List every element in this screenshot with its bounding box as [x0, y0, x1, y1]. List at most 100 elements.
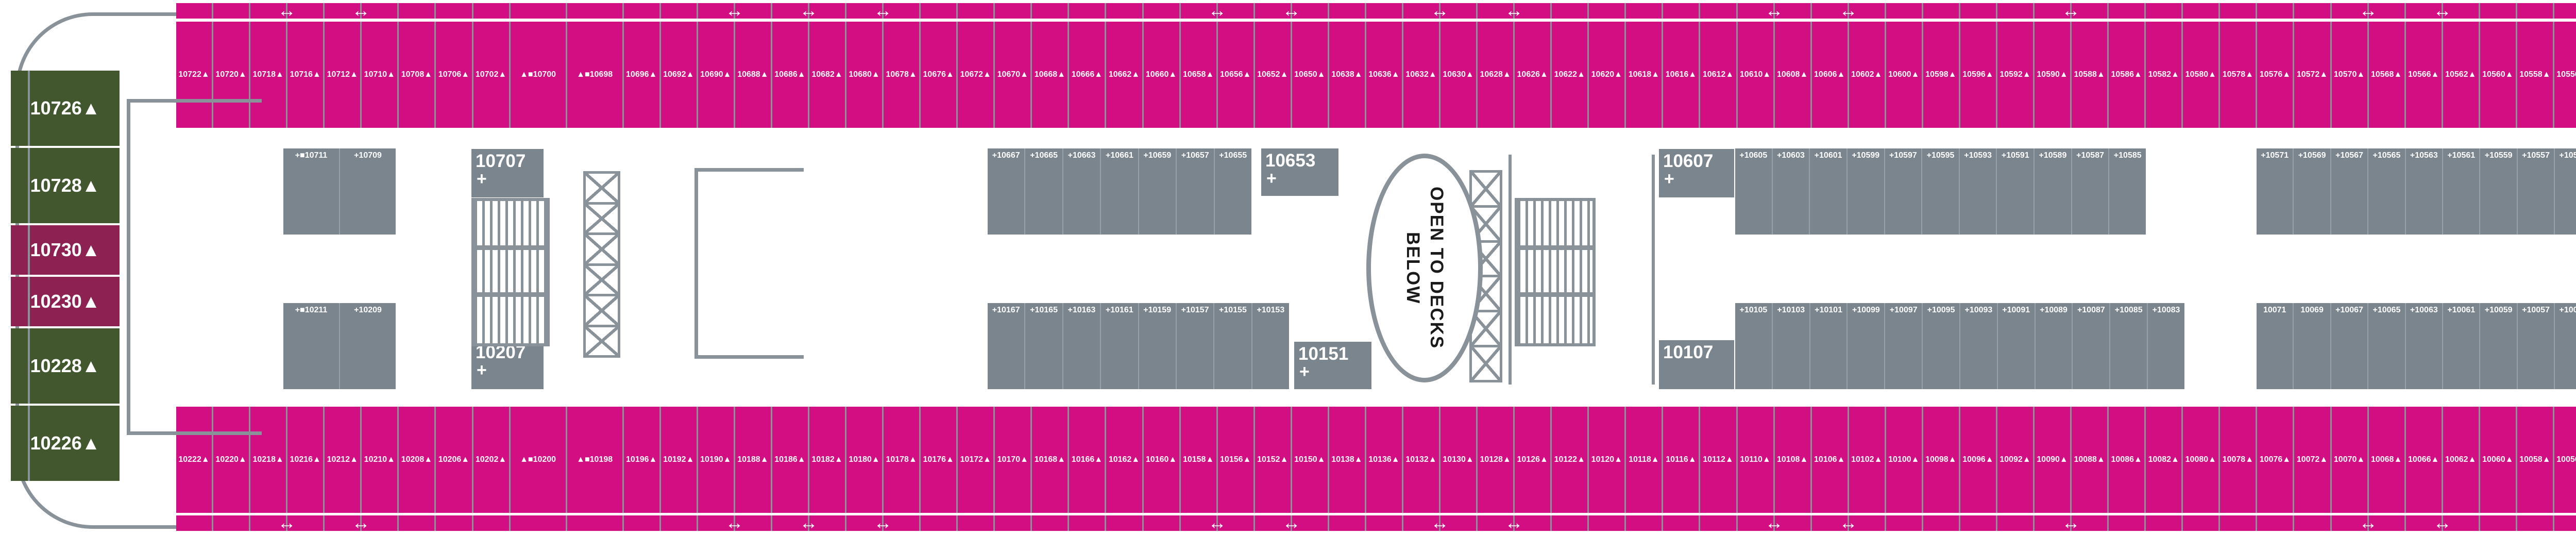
cabin-cell[interactable]: 10176▲ [921, 407, 957, 513]
cabin-cell[interactable]: 10728▲ [11, 148, 120, 223]
inside-cabin-cell[interactable]: +10161 [1101, 303, 1138, 389]
cabin-cell[interactable]: 10188▲ [735, 407, 771, 513]
cabin-cell[interactable]: 10056▲ [2554, 407, 2576, 513]
inside-cabin-cell[interactable]: +10099 [1848, 303, 1885, 389]
inside-cabin-cell[interactable]: +10065 [2368, 303, 2405, 389]
inside-cabin-cell[interactable]: +10599 [1847, 148, 1884, 235]
inside-cabin-cell[interactable]: +10663 [1063, 148, 1100, 235]
inside-cabin-cell[interactable]: +10165 [1025, 303, 1062, 389]
cabin-cell[interactable]: 10578▲ [2220, 22, 2256, 128]
cabin-cell[interactable]: 10572▲ [2294, 22, 2330, 128]
inside-cabin-cell[interactable]: +10657 [1177, 148, 1214, 235]
cabin-cell[interactable]: 10712▲ [325, 22, 361, 128]
cabin-cell[interactable]: 10566▲ [2405, 22, 2442, 128]
cabin-cell[interactable]: 10562▲ [2443, 22, 2479, 128]
inside-cabin-cell[interactable]: 10151+ [1294, 342, 1371, 389]
cabin-cell[interactable]: 10180▲ [846, 407, 883, 513]
cabin-cell[interactable]: 10086▲ [2109, 407, 2145, 513]
cabin-cell[interactable]: 10680▲ [846, 22, 883, 128]
cabin-cell[interactable]: 10106▲ [1811, 407, 1848, 513]
cabin-cell[interactable]: ▲■10698 [567, 22, 622, 128]
cabin-cell[interactable]: 10556▲ [2554, 22, 2576, 128]
cabin-cell[interactable]: 10686▲ [772, 22, 808, 128]
cabin-cell[interactable]: 10182▲ [809, 407, 845, 513]
inside-cabin-cell[interactable]: +10059 [2480, 303, 2517, 389]
cabin-cell[interactable]: 10608▲ [1774, 22, 1810, 128]
inside-cabin-cell[interactable]: +10661 [1101, 148, 1138, 235]
cabin-cell[interactable]: 10676▲ [921, 22, 957, 128]
cabin-cell[interactable]: 10656▲ [1217, 22, 1253, 128]
inside-cabin-cell[interactable]: +10067 [2331, 303, 2368, 389]
cabin-cell[interactable]: 10570▲ [2331, 22, 2367, 128]
cabin-cell[interactable]: 10690▲ [698, 22, 734, 128]
cabin-cell[interactable]: 10070▲ [2331, 407, 2367, 513]
cabin-cell[interactable]: 10158▲ [1180, 407, 1216, 513]
cabin-cell[interactable]: 10186▲ [772, 407, 808, 513]
cabin-cell[interactable]: 10136▲ [1366, 407, 1402, 513]
cabin-cell[interactable]: 10618▲ [1626, 22, 1662, 128]
cabin-cell[interactable]: 10580▲ [2183, 22, 2219, 128]
cabin-cell[interactable]: 10670▲ [995, 22, 1031, 128]
cabin-cell[interactable]: 10212▲ [325, 407, 361, 513]
cabin-cell[interactable]: 10160▲ [1143, 407, 1179, 513]
cabin-cell[interactable]: 10190▲ [698, 407, 734, 513]
cabin-cell[interactable]: 10150▲ [1292, 407, 1328, 513]
inside-cabin-cell[interactable]: +10565 [2368, 148, 2405, 235]
cabin-cell[interactable]: 10196▲ [623, 407, 659, 513]
inside-cabin-cell[interactable]: 10707+ [471, 149, 544, 197]
cabin-cell[interactable]: 10222▲ [176, 407, 212, 513]
inside-cabin-cell[interactable]: +10667 [988, 148, 1025, 235]
cabin-cell[interactable]: 10636▲ [1366, 22, 1402, 128]
cabin-cell[interactable]: ▲■10700 [510, 22, 566, 128]
cabin-cell[interactable]: 10720▲ [213, 22, 249, 128]
cabin-cell[interactable]: 10620▲ [1589, 22, 1625, 128]
inside-cabin-cell[interactable]: +10567 [2331, 148, 2368, 235]
cabin-cell[interactable]: 10122▲ [1552, 407, 1588, 513]
inside-cabin-cell[interactable]: +10603 [1772, 148, 1809, 235]
cabin-cell[interactable]: 10682▲ [809, 22, 845, 128]
cabin-cell[interactable]: 10088▲ [2072, 407, 2108, 513]
cabin-cell[interactable]: 10216▲ [287, 407, 324, 513]
cabin-cell[interactable]: 10102▲ [1849, 407, 1885, 513]
cabin-cell[interactable]: 10060▲ [2480, 407, 2516, 513]
cabin-cell[interactable]: 10666▲ [1069, 22, 1105, 128]
cabin-cell[interactable]: 10118▲ [1626, 407, 1662, 513]
cabin-cell[interactable]: 10692▲ [660, 22, 697, 128]
cabin-cell[interactable]: 10678▲ [884, 22, 920, 128]
cabin-cell[interactable]: 10096▲ [1960, 407, 1996, 513]
cabin-cell[interactable]: 10616▲ [1663, 22, 1699, 128]
cabin-cell[interactable]: 10210▲ [362, 407, 398, 513]
cabin-cell[interactable]: 10202▲ [473, 407, 509, 513]
inside-cabin-cell[interactable]: +10163 [1063, 303, 1100, 389]
inside-cabin-cell[interactable]: +10087 [2073, 303, 2110, 389]
cabin-cell[interactable]: 10058▲ [2517, 407, 2553, 513]
cabin-cell[interactable]: 10206▲ [436, 407, 472, 513]
cabin-cell[interactable]: 10076▲ [2257, 407, 2293, 513]
cabin-cell[interactable]: 10172▲ [958, 407, 994, 513]
inside-cabin-cell[interactable]: +10157 [1176, 303, 1214, 389]
inside-cabin-cell[interactable]: +10101 [1810, 303, 1847, 389]
inside-cabin-cell[interactable]: +10585 [2109, 148, 2146, 235]
cabin-cell[interactable]: 10090▲ [2035, 407, 2071, 513]
cabin-cell[interactable]: 10108▲ [1774, 407, 1810, 513]
inside-cabin-cell[interactable]: +10569 [2294, 148, 2330, 235]
cabin-cell[interactable]: 10596▲ [1960, 22, 1996, 128]
inside-cabin-cell[interactable]: +■10711 [283, 148, 339, 235]
cabin-cell[interactable]: 10116▲ [1663, 407, 1699, 513]
cabin-cell[interactable]: 10706▲ [436, 22, 472, 128]
cabin-cell[interactable]: 10126▲ [1515, 407, 1551, 513]
cabin-cell[interactable]: 10162▲ [1106, 407, 1142, 513]
cabin-cell[interactable]: 10628▲ [1478, 22, 1514, 128]
inside-cabin-cell[interactable]: +10589 [2035, 148, 2071, 235]
cabin-cell[interactable]: 10582▲ [2146, 22, 2182, 128]
inside-cabin-cell[interactable]: 10107 [1659, 340, 1734, 389]
inside-cabin-cell[interactable]: 10607+ [1659, 149, 1734, 197]
cabin-cell[interactable]: 10650▲ [1292, 22, 1328, 128]
cabin-cell[interactable]: 10626▲ [1515, 22, 1551, 128]
inside-cabin-cell[interactable]: +10155 [1214, 303, 1251, 389]
inside-cabin-cell[interactable]: +10159 [1139, 303, 1176, 389]
cabin-cell[interactable]: 10068▲ [2368, 407, 2404, 513]
cabin-cell[interactable]: 10082▲ [2146, 407, 2182, 513]
cabin-cell[interactable]: 10602▲ [1849, 22, 1885, 128]
cabin-cell[interactable]: 10112▲ [1700, 407, 1736, 513]
